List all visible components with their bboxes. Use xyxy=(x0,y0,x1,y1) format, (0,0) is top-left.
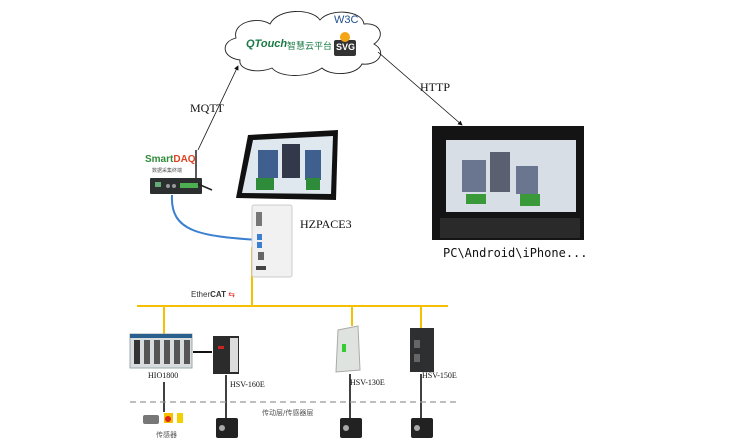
ethercat-logo: EtherCAT ⇆ xyxy=(191,290,235,299)
layer-label: 传动层/传感器层 xyxy=(262,409,314,417)
sensor-group xyxy=(143,413,183,424)
hsv-130e-drive[interactable] xyxy=(335,325,361,373)
ethercat-label-left: Ether xyxy=(191,290,211,299)
servo-motor-2 xyxy=(340,418,362,438)
w3c-label: W3C xyxy=(334,14,359,26)
hzpace3-label: HZPACE3 xyxy=(300,217,352,231)
hsv-150e-label: HSV-150E xyxy=(422,371,457,380)
hsv-150e-drive[interactable] xyxy=(410,328,434,372)
cloud-platform-name: 智慧云平台 xyxy=(287,42,333,52)
servo-motor-3 xyxy=(411,418,433,438)
hio1800-label: HIO1800 xyxy=(148,371,179,380)
servo-motor-1 xyxy=(216,418,238,438)
hio1800-module[interactable] xyxy=(129,333,193,369)
cloud-brand: QTouch xyxy=(246,38,288,50)
svg-label: SVG xyxy=(336,42,356,52)
sensor-label: 传感器 xyxy=(156,431,177,439)
hmi-panel[interactable] xyxy=(236,130,338,200)
gateway-subtitle: 数据采集终端 xyxy=(152,168,183,174)
gateway-brand-right: DAQ xyxy=(173,154,196,165)
ethernet-cable xyxy=(170,194,259,241)
http-label: HTTP xyxy=(420,80,450,94)
hsv-160e-drive[interactable] xyxy=(213,336,239,374)
hsv-130e-label: HSV-130E xyxy=(350,378,385,387)
client-devices-label: PC\Android\iPhone... xyxy=(443,246,588,260)
client-device-photo[interactable] xyxy=(432,126,584,240)
gateway-brand: SmartDAQ xyxy=(145,154,196,165)
mqtt-arrow xyxy=(197,65,239,151)
gateway-device[interactable] xyxy=(150,150,213,194)
hsv-160e-label: HSV-160E xyxy=(230,380,265,389)
gateway-brand-left: Smart xyxy=(145,154,174,165)
w3c-svg-badge xyxy=(334,32,356,56)
http-arrow xyxy=(377,51,463,126)
cloud-shape xyxy=(224,11,382,76)
mqtt-label: MQTT xyxy=(190,101,224,115)
hzpace3-controller[interactable] xyxy=(251,204,293,278)
ethercat-label-right: CAT xyxy=(210,290,226,299)
